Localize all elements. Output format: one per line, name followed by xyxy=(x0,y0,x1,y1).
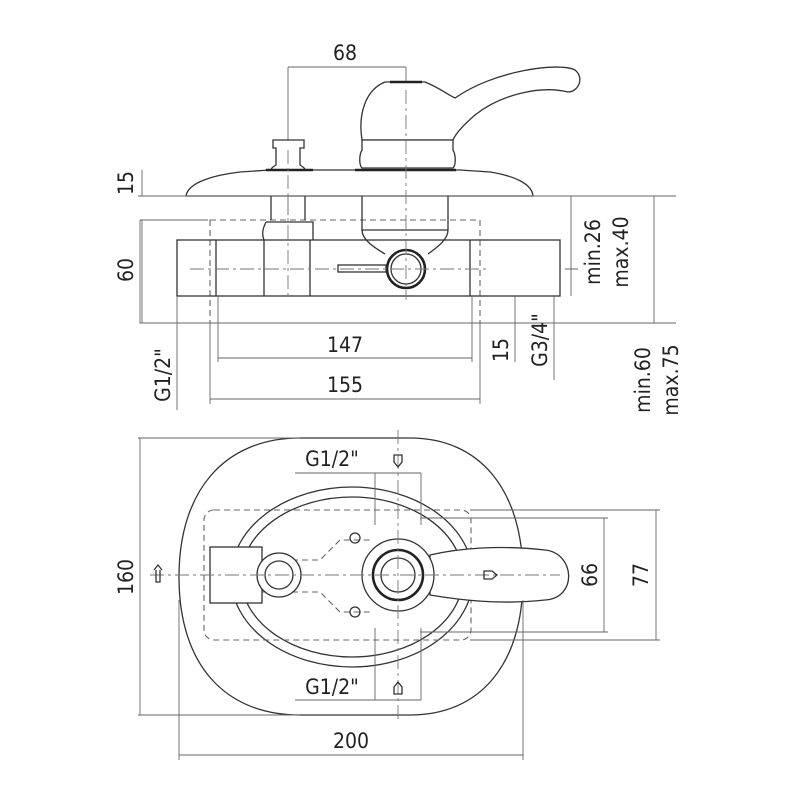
arrow-right-icon xyxy=(483,570,499,580)
depth-max-40: max.40 xyxy=(609,216,633,287)
dim-60-label: 60 xyxy=(114,258,138,282)
outlet-pin xyxy=(337,264,387,273)
diverter-stem xyxy=(262,196,314,296)
lever-top-view xyxy=(429,546,570,603)
depth-min-26: min.26 xyxy=(581,219,605,285)
dim-lines-outlet xyxy=(514,296,555,380)
install-box-outline xyxy=(138,195,676,324)
dim-lines-overall xyxy=(138,437,524,760)
cover-plate xyxy=(185,169,534,197)
outlet-thread-label: G3/4" xyxy=(528,313,552,367)
dashed-box xyxy=(209,219,481,324)
screw-icon xyxy=(349,532,361,544)
dim-15-label: 15 xyxy=(114,171,138,195)
dim-66-label: 66 xyxy=(578,563,602,587)
dim-lines-width xyxy=(209,296,481,404)
side-view: 68 15 60 147 155 G1/2" 15 xyxy=(114,41,683,416)
lever-handle xyxy=(360,66,581,141)
dim-77-label: 77 xyxy=(629,563,653,587)
front-view: G1/2" G1/2" 160 200 66 77 xyxy=(114,430,660,760)
arrow-down-icon xyxy=(393,454,403,469)
dim-147-label: 147 xyxy=(327,333,363,357)
dim-lines-lever xyxy=(420,509,660,641)
depth-max-75: max.75 xyxy=(659,344,683,415)
centerlines xyxy=(190,90,490,300)
body-dashed xyxy=(262,539,370,613)
thread-top-label: G1/2" xyxy=(305,447,359,471)
depth-min-60: min.60 xyxy=(631,347,655,413)
dim-200-label: 200 xyxy=(333,729,369,753)
dim-155-label: 155 xyxy=(327,373,363,397)
dim-15-outlet-label: 15 xyxy=(489,338,513,362)
screw-icon xyxy=(349,606,361,618)
dim-lines-depth xyxy=(565,196,655,323)
valve-body xyxy=(176,239,561,297)
dim-160-label: 160 xyxy=(114,559,138,595)
dim-68-label: 68 xyxy=(333,41,357,65)
thread-bottom-label: G1/2" xyxy=(305,675,359,699)
arrow-up-icon xyxy=(153,563,163,583)
arrow-up-icon xyxy=(393,680,403,695)
handle-collar xyxy=(359,139,456,169)
centerlines-front xyxy=(150,430,560,720)
cartridge-stem xyxy=(361,196,449,255)
body-ends xyxy=(215,240,471,296)
inlet-thread-label: G1/2" xyxy=(151,348,175,402)
dim-lines-threads xyxy=(295,472,422,701)
